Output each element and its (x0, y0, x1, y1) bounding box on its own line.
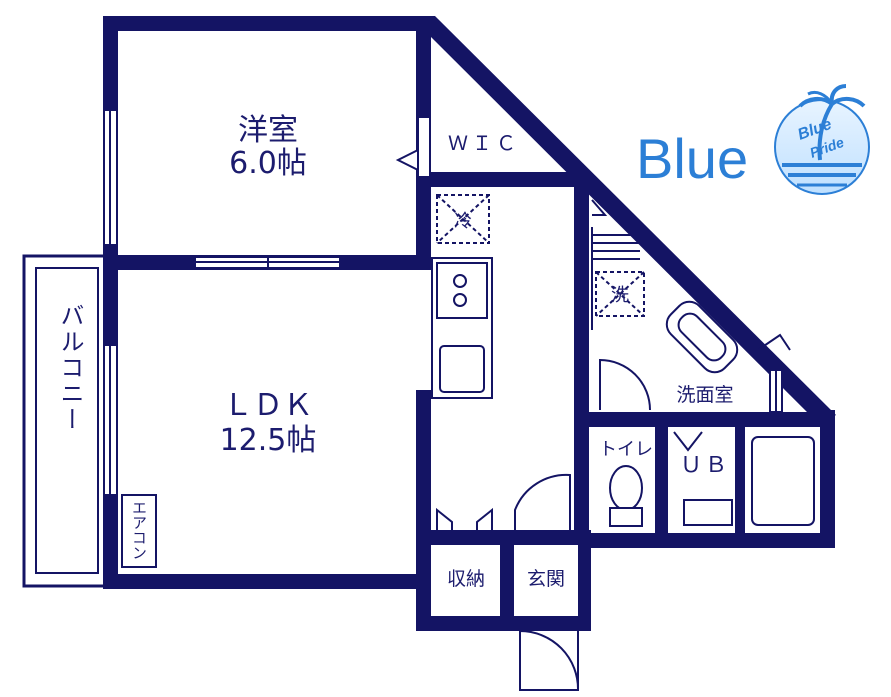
kitchen-opening (418, 272, 429, 390)
logo-word: Blue (636, 127, 748, 190)
wic-label: ＷＩＣ (448, 131, 520, 155)
washer-label: 洗 (611, 285, 629, 306)
toilet-label: トイレ (599, 439, 653, 460)
storage-label: 収納 (447, 568, 485, 590)
logo-badge: Blue Pride (774, 84, 870, 195)
fridge-label: 冷 (454, 211, 472, 232)
toilet (600, 432, 652, 532)
balcony-label: バルコニー (56, 303, 84, 433)
wic-door (395, 118, 429, 176)
western-room-name: 洋室 (238, 113, 298, 148)
aircon-box (121, 494, 157, 568)
ldk-size: 12.5帖 (220, 423, 317, 458)
western-room-size: 6.0帖 (229, 146, 307, 181)
brand-logo: Blue Blue Pride (636, 84, 870, 195)
windows (103, 109, 341, 496)
unit-bath (668, 429, 820, 531)
unit-bath-label: ＵＢ (680, 453, 730, 478)
ldk-name: ＬＤＫ (223, 388, 313, 423)
storage-entrance (431, 473, 580, 691)
washroom (591, 199, 791, 413)
aircon-label: エアコン (130, 500, 148, 560)
washroom-label: 洗面室 (676, 384, 733, 406)
entrance-label: 玄関 (527, 568, 565, 590)
kitchen (431, 194, 493, 399)
